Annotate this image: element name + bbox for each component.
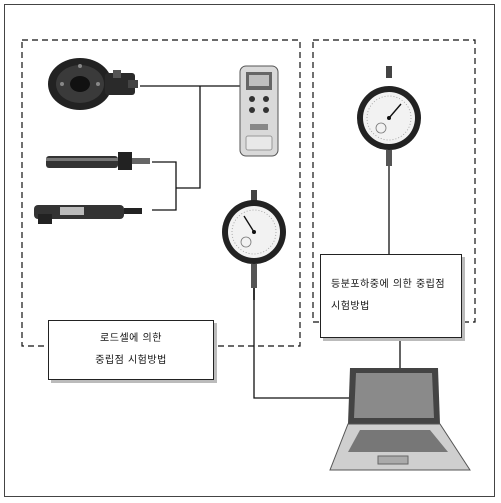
laptop-icon [330, 368, 470, 470]
hydraulic-cylinder-icon [46, 152, 150, 170]
hydraulic-pump-icon [34, 205, 142, 224]
digital-indicator-icon [240, 66, 278, 156]
distributed-load-method-label: 등분포하중에 의한 중립점 시험방법 [320, 254, 462, 338]
load-cell-method-label: 로드셀에 의한 중립점 시험방법 [48, 320, 214, 380]
dial-gauge-icon [357, 66, 421, 166]
label-line: 중립점 시험방법 [95, 350, 167, 372]
label-line: 로드셀에 의한 [100, 328, 162, 350]
load-cell-icon [48, 58, 138, 110]
dial-gauge-icon [222, 190, 286, 300]
label-line: 시험방법 [331, 296, 370, 318]
label-line: 등분포하중에 의한 중립점 [331, 274, 445, 296]
